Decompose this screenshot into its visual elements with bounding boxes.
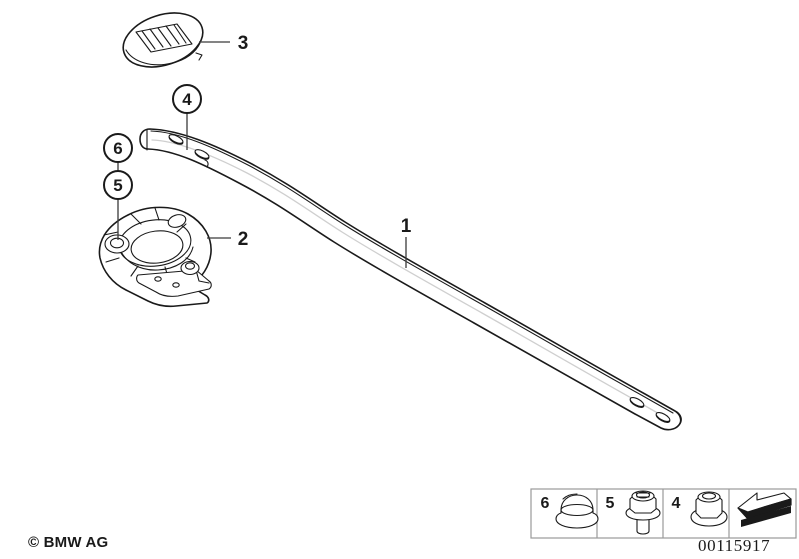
bar-right-hole-inner xyxy=(629,396,645,408)
flange-bolt-icon xyxy=(625,490,661,535)
callout-5[interactable]: 5 xyxy=(103,170,133,200)
direction-arrow-icon xyxy=(737,492,792,527)
callout-4-label: 4 xyxy=(182,90,192,109)
mount-bracket-plate xyxy=(98,206,212,308)
legend-cell-arrow[interactable] xyxy=(737,492,792,527)
legend-label-6: 6 xyxy=(541,495,550,512)
flange-nut-icon xyxy=(690,491,728,527)
cap-hatching xyxy=(135,23,193,53)
legend-label-5: 5 xyxy=(606,495,615,512)
callout-5-label: 5 xyxy=(113,176,122,195)
callout-5-circle xyxy=(103,170,133,200)
callout-2-label: 2 xyxy=(238,229,249,250)
legend-label-4: 4 xyxy=(672,495,681,512)
callout-1-label: 1 xyxy=(401,216,412,237)
copyright-notice: © BMW AG xyxy=(28,534,109,551)
bar-left-hole-outer xyxy=(168,134,184,145)
callout-3-label: 3 xyxy=(238,33,249,54)
bar-right-hole-outer xyxy=(655,411,671,423)
oval-cover-cap xyxy=(122,12,204,68)
bar-left-hole-inner xyxy=(194,149,210,160)
callout-6-circle xyxy=(103,133,133,163)
legend-strip: 6 5 xyxy=(530,488,797,539)
legend-cell-nut[interactable]: 4 xyxy=(672,491,728,527)
rubber-plug-icon xyxy=(555,493,599,529)
legend-cell-bolt[interactable]: 5 xyxy=(606,490,661,535)
callout-4-circle xyxy=(172,84,202,114)
strut-brace-bar xyxy=(139,128,682,431)
callout-4[interactable]: 4 xyxy=(172,84,202,114)
callout-6[interactable]: 6 xyxy=(103,133,133,163)
legend-cell-plug[interactable]: 6 xyxy=(541,493,599,529)
diagram-number: 00115917 xyxy=(698,536,771,555)
callout-6-label: 6 xyxy=(113,139,122,158)
